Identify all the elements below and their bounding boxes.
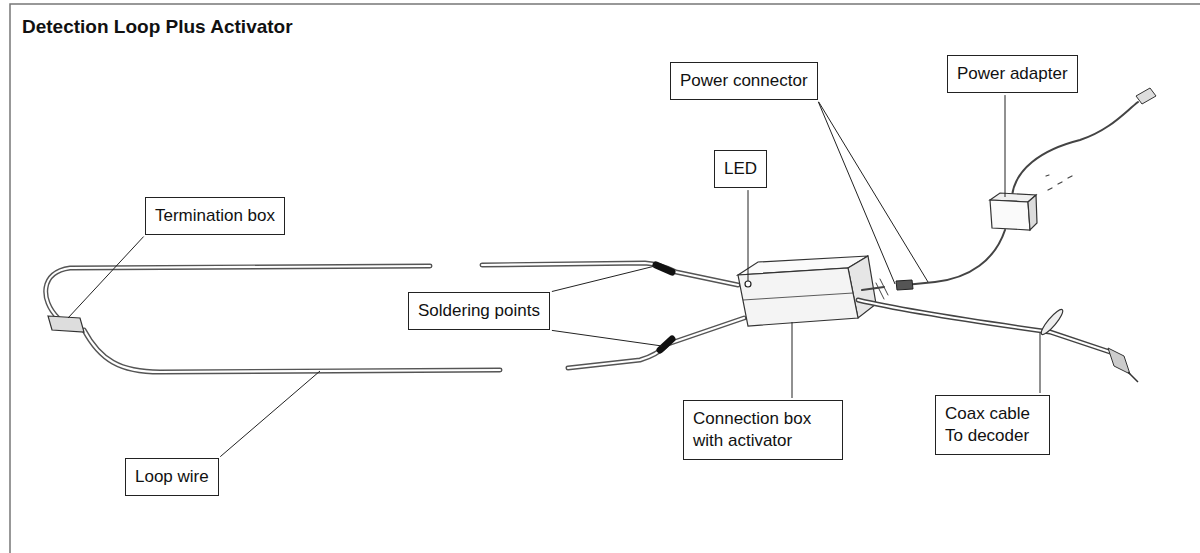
mains-plug	[1136, 88, 1156, 104]
soldering-point	[656, 265, 672, 350]
connection-box	[738, 256, 876, 326]
callout-box: Loop wire	[125, 458, 219, 496]
coax-cable	[858, 300, 1110, 352]
leader-line	[552, 266, 655, 292]
callout-label: Connection box with activator	[693, 408, 833, 452]
callout-box: LED	[714, 150, 767, 188]
power-adapter	[990, 193, 1037, 230]
leader-line	[1005, 95, 1006, 197]
callout-box: Power connector	[670, 62, 818, 100]
coax-pin	[1128, 372, 1138, 382]
callout-label: Power adapter	[957, 63, 1068, 85]
loop-wire	[46, 263, 744, 372]
leader-line	[552, 330, 662, 346]
callout-box: Coax cable To decoder	[935, 395, 1050, 455]
cable-clamp	[1039, 307, 1066, 337]
leader-line	[819, 102, 928, 282]
frame	[10, 4, 1200, 553]
leader-line	[68, 237, 144, 318]
callout-box: Power adapter	[947, 55, 1078, 93]
callout-label: Termination box	[155, 205, 275, 227]
callout-label: Power connector	[680, 70, 808, 92]
callout-label: Coax cable To decoder	[945, 403, 1040, 447]
diagram-title: Detection Loop Plus Activator	[22, 16, 293, 38]
leader-line	[1040, 333, 1041, 393]
callout-box: Connection box with activator	[683, 400, 843, 460]
termination-box	[48, 316, 84, 332]
callout-label: Soldering points	[418, 300, 540, 322]
callout-box: Soldering points	[408, 292, 550, 330]
callout-label: LED	[724, 158, 757, 180]
power-connector	[896, 280, 913, 290]
leader-line	[818, 102, 895, 284]
callout-box: Termination box	[145, 197, 285, 235]
coax-plug	[1108, 348, 1130, 374]
leader-line	[220, 371, 320, 457]
leader-line	[792, 322, 793, 398]
led	[745, 281, 751, 287]
leader-line	[748, 190, 749, 281]
power-cable	[862, 102, 1138, 299]
callout-label: Loop wire	[135, 466, 209, 488]
